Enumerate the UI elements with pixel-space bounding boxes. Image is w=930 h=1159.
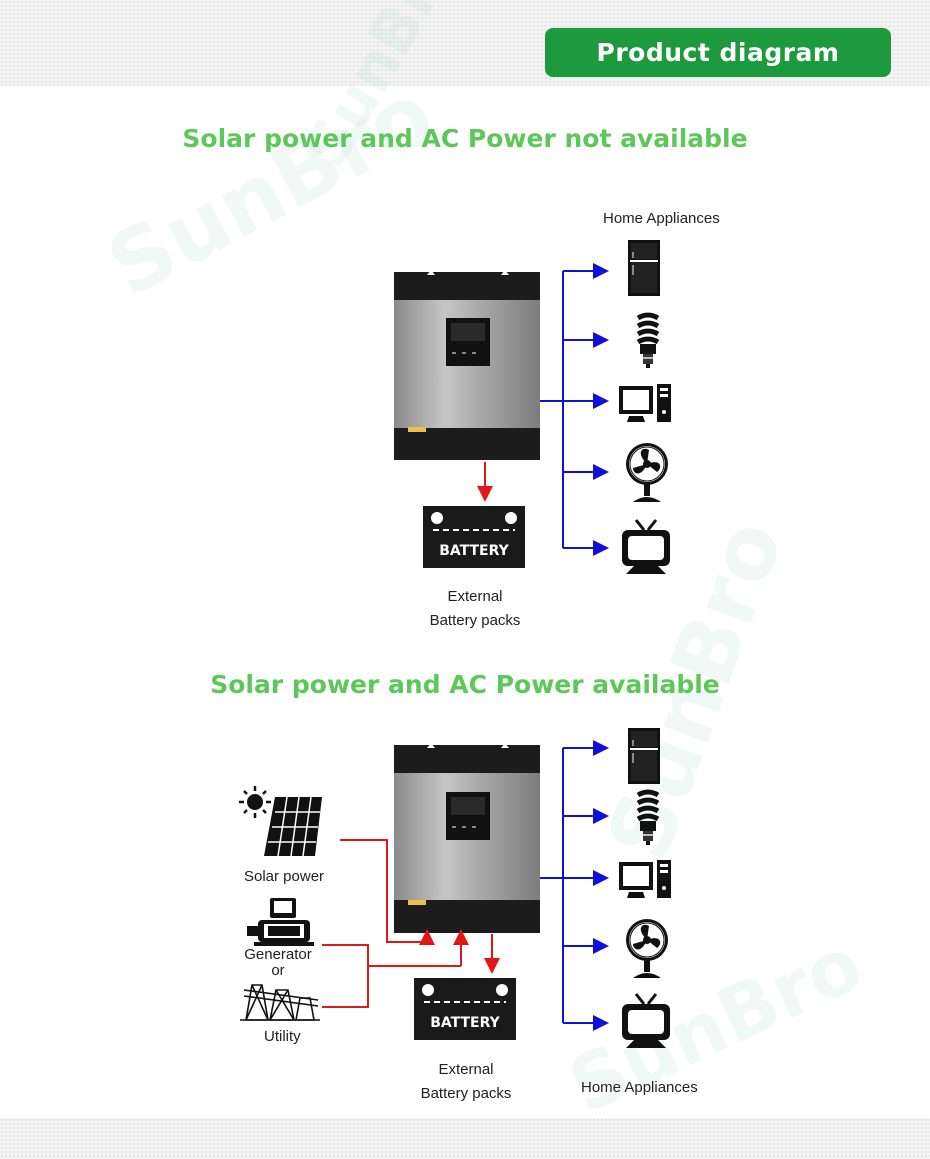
or-text: or xyxy=(271,962,285,979)
cfl-bulb-icon xyxy=(638,315,658,368)
solar-power-label: Solar power xyxy=(244,868,325,885)
utility-label: Utility xyxy=(264,1028,301,1045)
battery-caption: External Battery packs xyxy=(415,585,535,633)
generator-label: Generator or xyxy=(240,947,316,979)
sun-icon xyxy=(239,786,271,818)
home-appliances-label: Home Appliances xyxy=(581,1079,698,1096)
battery-caption-line2: Battery packs xyxy=(420,1085,512,1102)
battery-caption-line1: External xyxy=(447,588,503,605)
computer-icon xyxy=(619,384,671,422)
cfl-bulb-icon xyxy=(638,792,658,845)
battery-caption: External Battery packs xyxy=(406,1058,526,1106)
inverter-unit xyxy=(394,270,540,460)
battery-text: BATTERY xyxy=(439,543,509,559)
generator-text: Generator xyxy=(244,946,312,963)
tv-icon xyxy=(620,518,672,576)
utility-tower-icon xyxy=(240,984,320,1021)
ac-output-wires xyxy=(540,740,609,1031)
tv-icon xyxy=(620,992,672,1050)
fan-icon xyxy=(625,442,669,503)
input-wires xyxy=(322,839,469,1008)
battery-text: BATTERY xyxy=(430,1015,500,1031)
refrigerator-icon xyxy=(628,728,660,784)
home-appliances-label: Home Appliances xyxy=(603,210,720,227)
battery-caption-line1: External xyxy=(438,1061,494,1078)
fan-icon xyxy=(625,918,669,979)
solar-panel-icon xyxy=(264,796,322,857)
section1-title: Solar power and AC Power not available xyxy=(182,124,748,153)
product-diagram-badge: Product diagram xyxy=(545,28,891,77)
inverter-unit xyxy=(394,743,540,933)
refrigerator-icon xyxy=(628,240,660,296)
section2-title: Solar power and AC Power available xyxy=(210,670,720,699)
battery-caption-line2: Battery packs xyxy=(429,612,521,629)
computer-icon xyxy=(619,860,671,898)
ac-output-wires xyxy=(540,263,609,556)
bottom-band xyxy=(0,1118,930,1159)
generator-icon xyxy=(247,898,314,946)
